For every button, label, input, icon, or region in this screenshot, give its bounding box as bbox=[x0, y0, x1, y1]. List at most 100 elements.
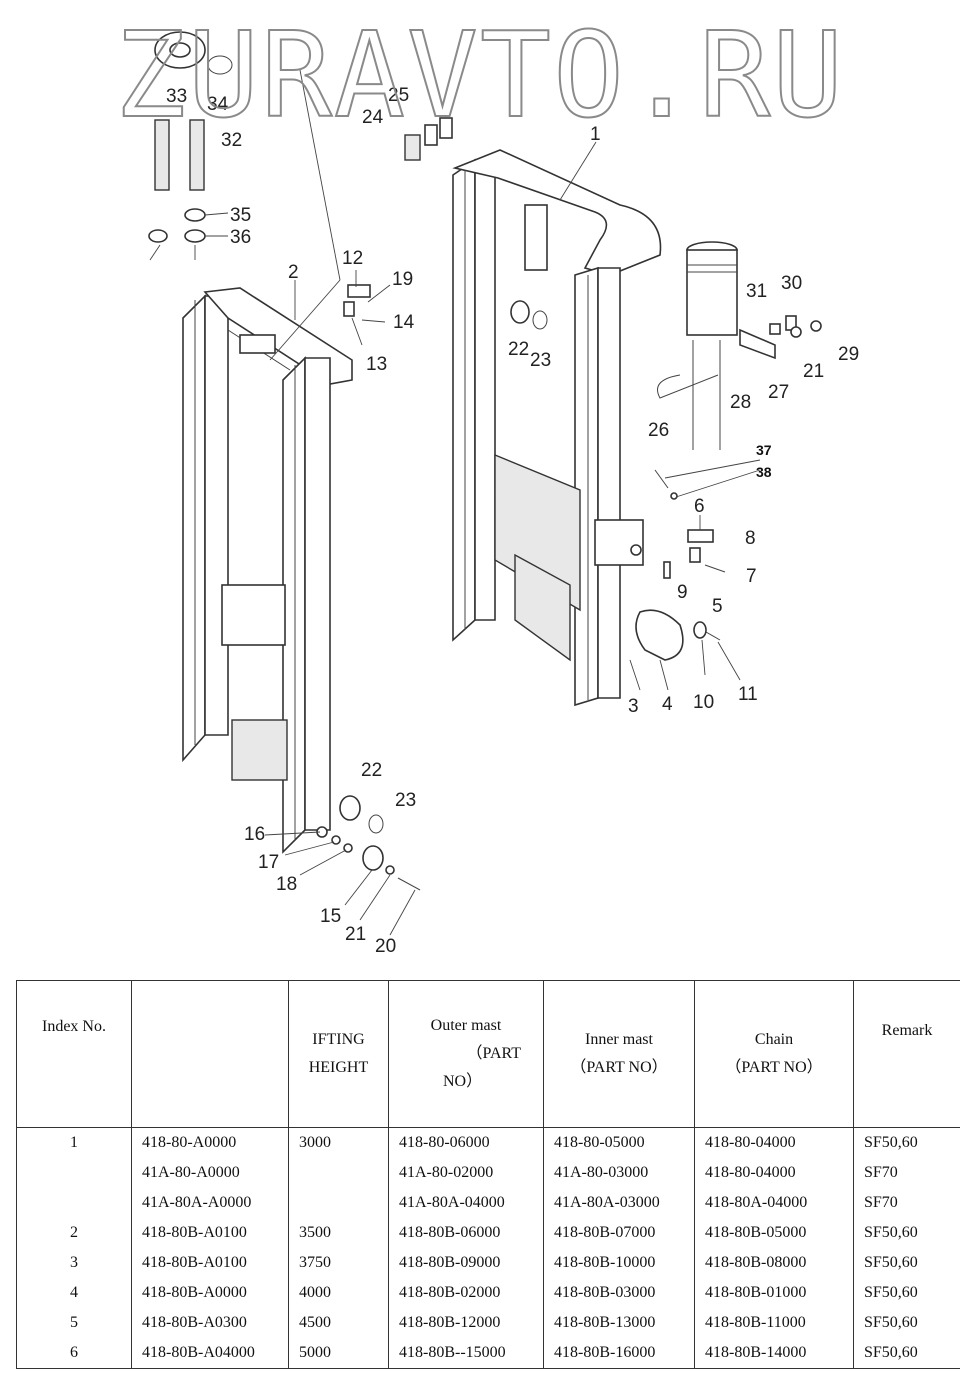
callout-23-lower: 23 bbox=[395, 790, 416, 811]
cell-outer: 418-80-06000 bbox=[388, 1127, 544, 1158]
callout-14: 14 bbox=[393, 312, 415, 333]
cell-remark: SF50,60 bbox=[853, 1278, 960, 1308]
header-outer-line1: Outer mast bbox=[430, 1017, 502, 1034]
callout-3: 3 bbox=[628, 696, 639, 717]
cell-outer: 41A-80A-04000 bbox=[388, 1188, 544, 1218]
callout-35: 35 bbox=[230, 205, 251, 226]
cell-height: 3000 bbox=[288, 1127, 389, 1158]
callout-10: 10 bbox=[693, 692, 714, 713]
callout-22-upper: 22 bbox=[508, 339, 529, 360]
cell-remark: SF50,60 bbox=[853, 1248, 960, 1278]
cell-remark: SF50,60 bbox=[853, 1308, 960, 1338]
cell-remark: SF50,60 bbox=[853, 1338, 960, 1369]
parts-table-container: Index No. IFTING HEIGHT Outer mast （PART… bbox=[16, 980, 960, 1369]
table-header-row: Index No. IFTING HEIGHT Outer mast （PART… bbox=[16, 980, 960, 1128]
cell-inner: 418-80B-10000 bbox=[543, 1248, 695, 1278]
table-row: 41A-80A-A0000 41A-80A-04000 41A-80A-0300… bbox=[16, 1188, 960, 1218]
exploded-parts-diagram: 1 2 3 4 5 6 7 8 9 10 11 12 13 14 15 16 1… bbox=[114, 5, 859, 957]
callout-22-lower: 22 bbox=[361, 760, 382, 781]
callout-20: 20 bbox=[375, 936, 396, 957]
cell-inner: 418-80B-13000 bbox=[543, 1308, 695, 1338]
header-inner-mast: Inner mast （PART NO） bbox=[543, 980, 695, 1128]
cell-inner: 418-80B-07000 bbox=[543, 1218, 695, 1248]
callout-numbers: 1 2 3 4 5 6 7 8 9 10 11 12 13 14 15 16 1… bbox=[166, 85, 859, 957]
cell-index: 2 bbox=[16, 1218, 132, 1248]
callout-28: 28 bbox=[730, 392, 751, 413]
callout-38: 38 bbox=[756, 464, 772, 480]
callout-36: 36 bbox=[230, 227, 251, 248]
cell-height bbox=[288, 1158, 389, 1188]
callout-7: 7 bbox=[746, 566, 757, 587]
table-row: 3 418-80B-A0100 3750 418-80B-09000 418-8… bbox=[16, 1248, 960, 1278]
callout-34: 34 bbox=[207, 94, 229, 115]
cell-chain: 418-80A-04000 bbox=[694, 1188, 854, 1218]
callout-21-left: 21 bbox=[345, 924, 366, 945]
header-chain-line1: Chain bbox=[754, 1031, 794, 1048]
cell-remark: SF50,60 bbox=[853, 1218, 960, 1248]
callout-19: 19 bbox=[392, 269, 413, 290]
header-chain-line2: （PART NO） bbox=[725, 1059, 823, 1076]
cell-chain: 418-80B-05000 bbox=[694, 1218, 854, 1248]
callout-8: 8 bbox=[745, 528, 756, 549]
cell-model: 41A-80A-A0000 bbox=[131, 1188, 289, 1218]
callout-5: 5 bbox=[712, 596, 723, 617]
table-row: 5 418-80B-A0300 4500 418-80B-12000 418-8… bbox=[16, 1308, 960, 1338]
header-inner-line2: （PART NO） bbox=[570, 1059, 668, 1076]
cell-remark: SF70 bbox=[853, 1158, 960, 1188]
cell-model: 418-80B-A0300 bbox=[131, 1308, 289, 1338]
callout-37: 37 bbox=[756, 442, 772, 458]
callout-17: 17 bbox=[258, 852, 279, 873]
header-index: Index No. bbox=[16, 980, 132, 1128]
cell-outer: 418-80B-09000 bbox=[388, 1248, 544, 1278]
callout-12: 12 bbox=[342, 248, 363, 269]
cell-height: 5000 bbox=[288, 1338, 389, 1369]
callout-15: 15 bbox=[320, 906, 341, 927]
cell-inner: 418-80-05000 bbox=[543, 1127, 695, 1158]
cell-inner: 418-80B-16000 bbox=[543, 1338, 695, 1369]
lift-cylinder bbox=[657, 241, 776, 450]
callout-4: 4 bbox=[662, 694, 673, 715]
callout-23-upper: 23 bbox=[530, 350, 551, 371]
cell-remark: SF50,60 bbox=[853, 1127, 960, 1158]
cell-height: 4000 bbox=[288, 1278, 389, 1308]
header-remark: Remark bbox=[853, 980, 960, 1128]
cell-chain: 418-80B-14000 bbox=[694, 1338, 854, 1369]
header-model bbox=[131, 980, 289, 1128]
callout-2: 2 bbox=[288, 262, 299, 283]
callout-9: 9 bbox=[677, 582, 688, 603]
cell-model: 418-80B-A04000 bbox=[131, 1338, 289, 1369]
cell-remark: SF70 bbox=[853, 1188, 960, 1218]
cell-inner: 418-80B-03000 bbox=[543, 1278, 695, 1308]
callout-26: 26 bbox=[648, 420, 669, 441]
callout-25: 25 bbox=[388, 85, 409, 106]
header-lifting-line1: IFTING bbox=[312, 1031, 365, 1048]
cell-outer: 418-80B-02000 bbox=[388, 1278, 544, 1308]
header-lifting-line2: HEIGHT bbox=[308, 1059, 369, 1076]
callout-24: 24 bbox=[362, 107, 384, 128]
cell-index bbox=[16, 1188, 132, 1218]
cell-chain: 418-80B-01000 bbox=[694, 1278, 854, 1308]
cell-chain: 418-80B-08000 bbox=[694, 1248, 854, 1278]
inner-mast-assembly bbox=[182, 287, 353, 854]
callout-6: 6 bbox=[694, 496, 705, 517]
callout-18: 18 bbox=[276, 874, 297, 895]
callout-13: 13 bbox=[366, 354, 387, 375]
callout-21-right: 21 bbox=[803, 361, 824, 382]
cell-index: 3 bbox=[16, 1248, 132, 1278]
cell-chain: 418-80-04000 bbox=[694, 1127, 854, 1158]
cell-model: 418-80-A0000 bbox=[131, 1127, 289, 1158]
callout-31: 31 bbox=[746, 281, 767, 302]
cell-index: 6 bbox=[16, 1338, 132, 1369]
header-lifting-height: IFTING HEIGHT bbox=[288, 980, 389, 1128]
table-row: 6 418-80B-A04000 5000 418-80B--15000 418… bbox=[16, 1338, 960, 1369]
cell-height: 3750 bbox=[288, 1248, 389, 1278]
cell-model: 418-80B-A0000 bbox=[131, 1278, 289, 1308]
header-outer-line3: NO） bbox=[443, 1073, 483, 1090]
callout-16: 16 bbox=[244, 824, 265, 845]
cell-outer: 418-80B--15000 bbox=[388, 1338, 544, 1369]
callout-32: 32 bbox=[221, 130, 242, 151]
cell-index: 1 bbox=[16, 1127, 132, 1158]
callout-1: 1 bbox=[590, 124, 601, 145]
cell-outer: 41A-80-02000 bbox=[388, 1158, 544, 1188]
callout-27: 27 bbox=[768, 382, 789, 403]
